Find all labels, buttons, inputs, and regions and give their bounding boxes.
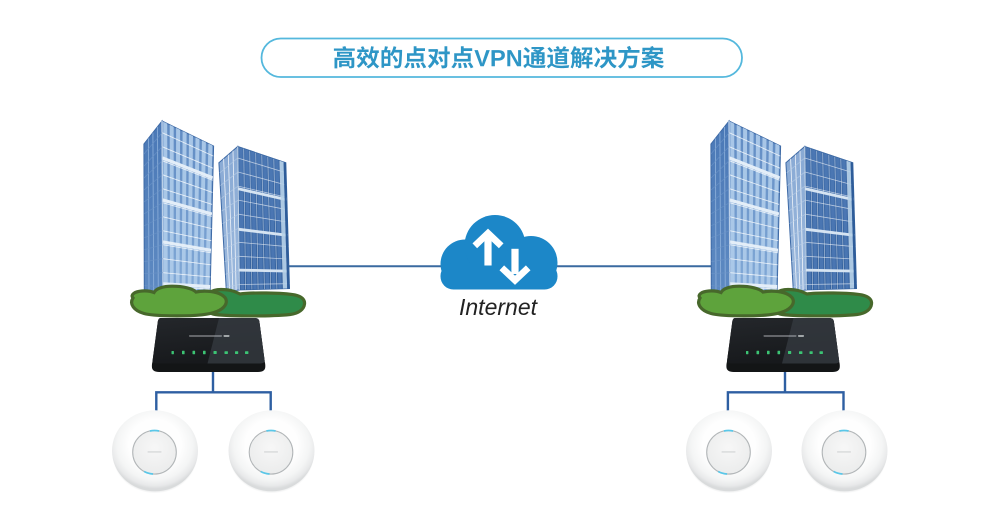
svg-text:Internet: Internet [459, 294, 539, 320]
